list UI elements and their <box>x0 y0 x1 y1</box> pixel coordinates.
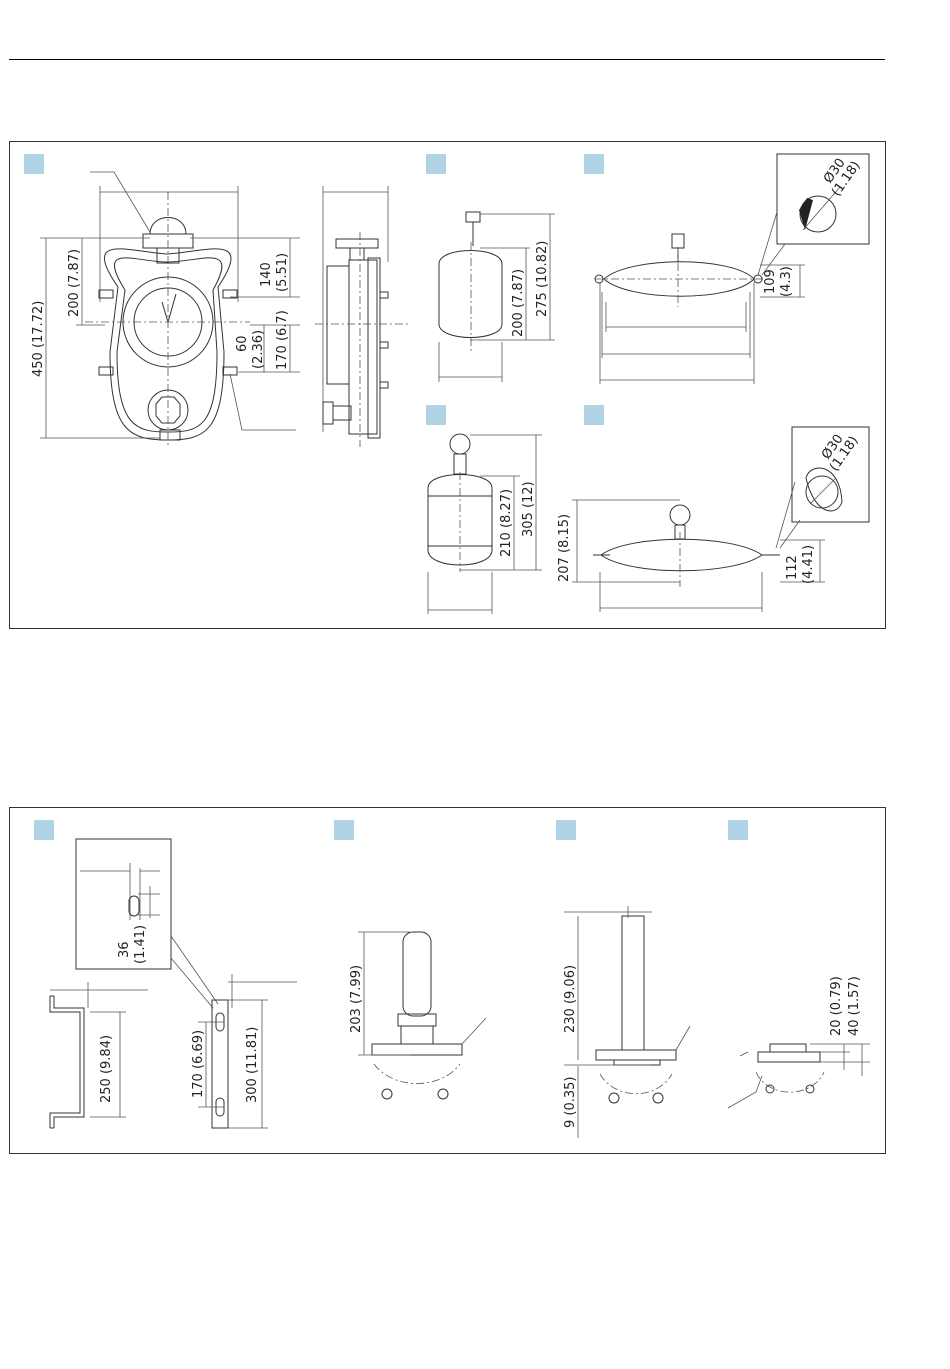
dimension-figure-top: 450 (17.72) 200 (7.87) 140 (5.51) 60 (2.… <box>9 141 886 629</box>
dim-200-b: 200 (7.87) <box>511 269 526 337</box>
dim-20: 20 (0.79) <box>829 976 844 1036</box>
dim-140-in: (5.51) <box>275 253 290 292</box>
pipe-view-g <box>358 932 486 1099</box>
tag-view-d <box>426 405 446 425</box>
tag-view-i <box>728 820 748 840</box>
dim-275-b: 275 (10.82) <box>535 241 550 317</box>
dim-9: 9 (0.35) <box>563 1077 578 1129</box>
dim-200: 200 (7.87) <box>67 249 82 317</box>
tag-view-a <box>24 154 44 174</box>
housing-side-view <box>315 186 408 447</box>
figure-top-drawing: 450 (17.72) 200 (7.87) 140 (5.51) 60 (2.… <box>10 142 885 628</box>
tag-view-e <box>584 405 604 425</box>
dim-140: 140 <box>259 262 274 287</box>
dim-112-in: (4.41) <box>801 545 816 584</box>
dim-109: 109 <box>763 269 778 294</box>
header-rule <box>9 59 885 60</box>
dimension-figure-bottom: 36 (1.41) 250 (9.84) 170 (6.69) 300 (11.… <box>9 807 886 1154</box>
dim-170-f: 170 (6.69) <box>191 1030 206 1098</box>
tag-view-g <box>334 820 354 840</box>
dim-203: 203 (7.99) <box>349 965 364 1033</box>
pipe-view-h <box>564 906 690 1138</box>
dim-170: 170 (6.7) <box>275 310 290 370</box>
dim-250: 250 (9.84) <box>99 1035 114 1103</box>
dim-36-in: (1.41) <box>133 925 148 964</box>
tag-view-h <box>556 820 576 840</box>
dim-40: 40 (1.57) <box>847 976 862 1036</box>
dim-305: 305 (12) <box>521 481 536 537</box>
tag-view-c <box>584 154 604 174</box>
figure-bottom-drawing: 36 (1.41) 250 (9.84) 170 (6.69) 300 (11.… <box>10 808 885 1153</box>
dim-450: 450 (17.72) <box>31 301 46 377</box>
dim-60: 60 <box>235 335 250 352</box>
cylinder-view-c <box>595 154 869 384</box>
dim-300: 300 (11.81) <box>245 1027 260 1103</box>
dim-230: 230 (9.06) <box>563 965 578 1033</box>
dim-36: 36 <box>117 941 132 958</box>
dim-210: 210 (8.27) <box>499 489 514 557</box>
dim-109-in: (4.3) <box>779 266 794 297</box>
tag-view-f <box>34 820 54 840</box>
dim-60-in: (2.36) <box>251 330 266 369</box>
tag-view-b <box>426 154 446 174</box>
dim-207: 207 (8.15) <box>557 514 572 582</box>
dim-112: 112 <box>785 555 800 580</box>
flange-view-i <box>728 1044 870 1108</box>
